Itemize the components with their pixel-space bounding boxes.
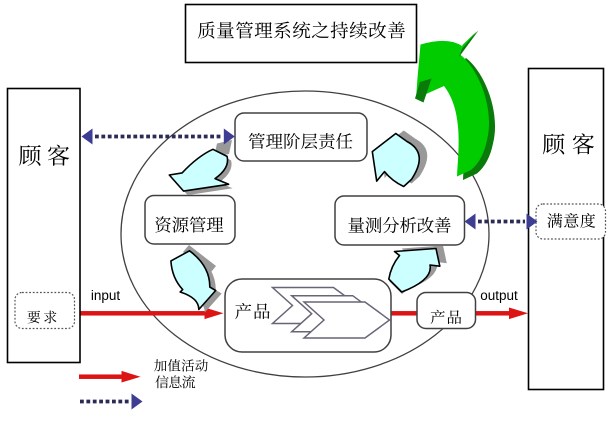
svg-text:output: output — [480, 288, 518, 303]
svg-text:input: input — [91, 288, 121, 303]
